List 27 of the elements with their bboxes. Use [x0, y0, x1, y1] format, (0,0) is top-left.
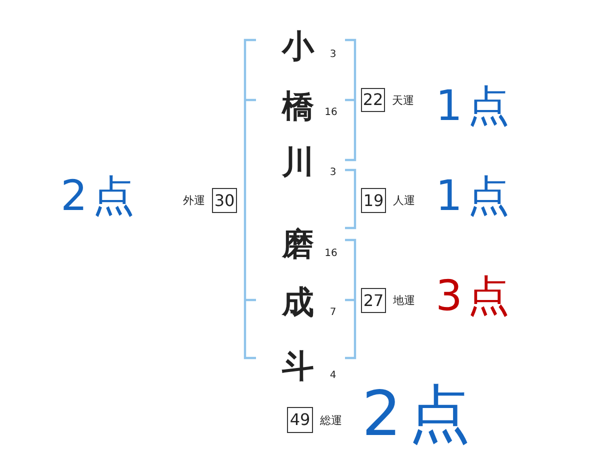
stroke-count: 3 [330, 50, 336, 60]
fortune-label: 人運 [393, 195, 415, 206]
boxed-number: 19 [361, 188, 386, 213]
score-text: 1点 [436, 85, 514, 127]
stroke-count: 16 [324, 108, 338, 118]
fortune-label: 天運 [392, 94, 414, 106]
boxed-number: 30 [212, 188, 237, 213]
score-text: 3点 [436, 275, 514, 317]
boxed-number: 49 [287, 407, 313, 433]
boxed-number: 27 [361, 288, 386, 313]
score-text: 1点 [436, 175, 514, 217]
name-character: 橋 [282, 90, 314, 122]
score-text: 2点 [362, 383, 478, 445]
name-character: 小 [282, 30, 314, 62]
fortune-label: 外運 [183, 195, 205, 206]
stroke-count: 16 [324, 249, 338, 259]
boxed-number: 22 [361, 88, 385, 112]
stroke-count: 7 [330, 308, 336, 318]
name-character: 磨 [282, 228, 314, 260]
stroke-count: 3 [330, 168, 336, 178]
fortune-label: 総運 [320, 414, 342, 426]
name-character: 成 [282, 286, 314, 318]
fortune-label: 地運 [393, 295, 415, 306]
name-character: 川 [282, 146, 314, 178]
stroke-count: 4 [330, 371, 336, 381]
score-text: 2点 [60, 175, 140, 217]
name-character: 斗 [282, 350, 314, 382]
